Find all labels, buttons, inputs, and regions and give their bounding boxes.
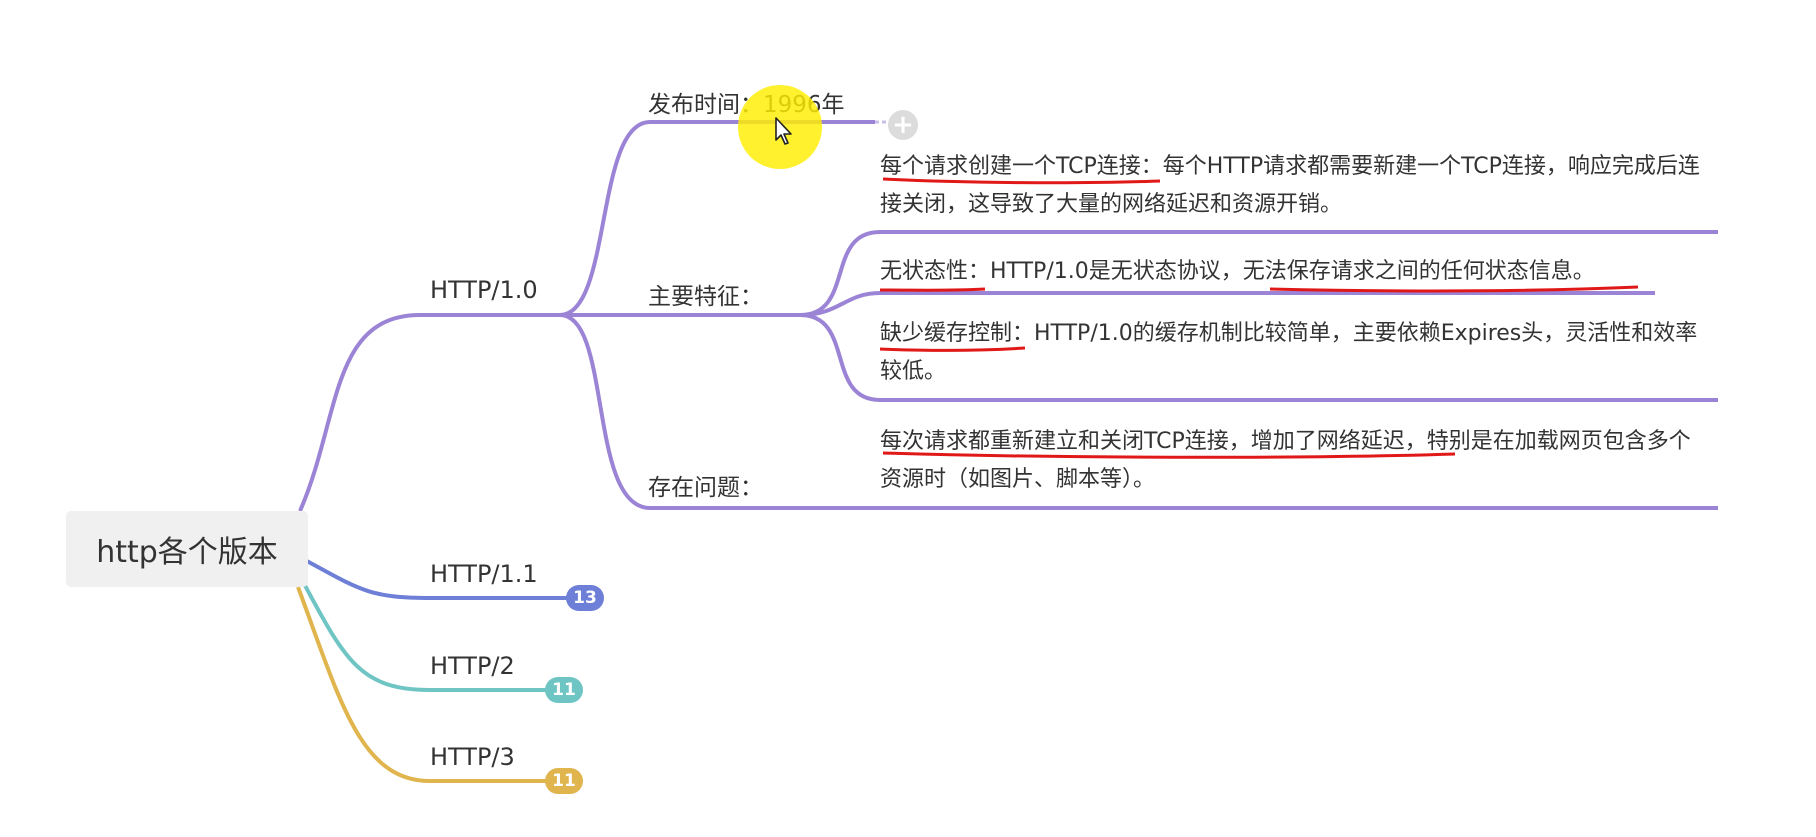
feature-item-2-highlight2: 无法保存请求之间的任何状态信息 xyxy=(1242,259,1573,284)
feature-item-3-text: ：HTTP/1.0的缓存机制比较简单，主要依赖Expires头，灵活性和效率较低… xyxy=(880,321,1698,384)
badge-http3-count: 11 xyxy=(552,771,576,791)
problem-item-text: ，特别是在加载网页包含多个资源时（如图片、脚本等）。 xyxy=(880,429,1691,492)
collapsed-count-badge-http2[interactable]: 11 xyxy=(545,677,583,703)
collapsed-count-badge-http3[interactable]: 11 xyxy=(545,768,583,794)
feature-item-3[interactable]: 缺少缓存控制：HTTP/1.0的缓存机制比较简单，主要依赖Expires头，灵活… xyxy=(880,315,1710,391)
node-http11[interactable]: HTTP/1.1 xyxy=(430,560,538,588)
node-http2-label: HTTP/2 xyxy=(430,652,515,680)
underline-feature-3 xyxy=(879,346,1026,352)
root-node[interactable]: http各个版本 xyxy=(66,511,308,587)
feature-item-1-highlight: 每个请求创建一个TCP连接 xyxy=(880,154,1141,179)
connector-feature-3 xyxy=(799,313,1718,402)
connector-root-http10 xyxy=(298,313,560,512)
connector-http10-release xyxy=(559,120,875,317)
node-http10-label: HTTP/1.0 xyxy=(430,276,538,304)
underline-feature-1 xyxy=(882,177,1161,185)
badge-http11-count: 13 xyxy=(573,588,597,608)
badge-http2-count: 11 xyxy=(552,680,576,700)
feature-item-2-highlight: 无状态性 xyxy=(880,259,969,284)
underline-problem xyxy=(882,451,1456,459)
feature-item-1[interactable]: 每个请求创建一个TCP连接：每个HTTP请求都需要新建一个TCP连接，响应完成后… xyxy=(880,148,1710,224)
feature-item-3-highlight: 缺少缓存控制 xyxy=(880,321,1013,346)
problem-item-highlight: 每次请求都重新建立和关闭TCP连接，增加了网络延迟 xyxy=(880,429,1405,454)
mouse-pointer-icon xyxy=(775,117,792,145)
node-features-label: 主要特征： xyxy=(648,284,763,310)
node-http3[interactable]: HTTP/3 xyxy=(430,743,515,771)
feature-item-2-text2: 。 xyxy=(1572,259,1595,284)
connector-root-http2 xyxy=(300,579,558,692)
underline-feature-2b xyxy=(1269,285,1639,293)
feature-item-2-text: ：HTTP/1.0是无状态协议， xyxy=(968,259,1243,284)
underline-feature-2a xyxy=(879,287,986,292)
connector-feature-1 xyxy=(799,230,1718,317)
node-http10[interactable]: HTTP/1.0 xyxy=(430,276,538,304)
node-http3-label: HTTP/3 xyxy=(430,743,515,771)
collapsed-count-badge-http11[interactable]: 13 xyxy=(566,585,604,611)
node-problems[interactable]: 存在问题： xyxy=(648,468,763,502)
plus-icon[interactable]: + xyxy=(888,110,918,140)
connector-feature-2 xyxy=(799,291,1655,317)
node-http2[interactable]: HTTP/2 xyxy=(430,652,515,680)
feature-item-1-text: ：每个HTTP请求都需要新建一个TCP连接，响应完成后连接关闭，这导致了大量的网… xyxy=(880,154,1700,217)
node-features[interactable]: 主要特征： xyxy=(648,277,763,311)
problem-item[interactable]: 每次请求都重新建立和关闭TCP连接，增加了网络延迟，特别是在加载网页包含多个资源… xyxy=(880,423,1710,499)
connector-root-http3 xyxy=(296,586,558,783)
node-problems-label: 存在问题： xyxy=(648,475,763,501)
node-http11-label: HTTP/1.1 xyxy=(430,560,538,588)
connector-http10-problems xyxy=(559,313,1718,510)
root-node-label: http各个版本 xyxy=(96,535,278,570)
connector-root-http11 xyxy=(304,558,578,600)
feature-item-2[interactable]: 无状态性：HTTP/1.0是无状态协议，无法保存请求之间的任何状态信息。 xyxy=(880,253,1680,291)
